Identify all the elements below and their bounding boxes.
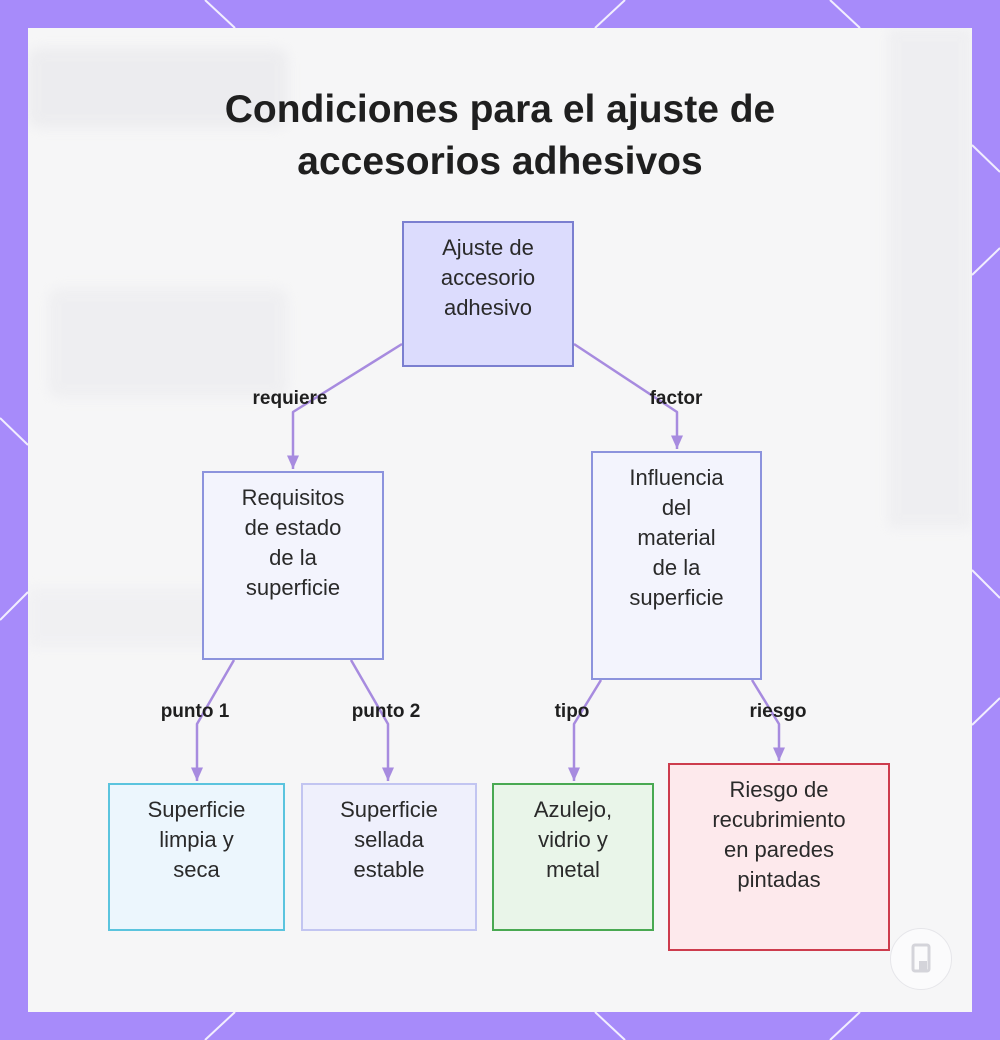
node-text-line: adhesivo: [443, 295, 533, 320]
edge-label-punto-1: punto 1: [160, 701, 230, 722]
background-blur-shape: [888, 28, 972, 528]
title-line: accesorios adhesivos: [297, 140, 703, 183]
node-text-line: Superficie: [340, 797, 438, 822]
edge-label-riesgo: riesgo: [749, 701, 807, 722]
node-text-line: recubrimiento: [712, 807, 846, 832]
node-text-line: Azulejo,: [533, 797, 613, 822]
node-azulejo-vidrio-metal: Azulejo, vidrio y metal: [492, 783, 654, 931]
edge-label-punto-2: punto 2: [351, 701, 421, 722]
edge-requiere: [287, 342, 403, 469]
node-influencia-material: Influencia del material de la superficie: [591, 451, 762, 680]
edge-punto-2: [349, 659, 394, 781]
background-blur-shape: [48, 288, 288, 398]
node-text-line: superficie: [245, 575, 341, 600]
page-title: Condiciones para el ajuste de accesorios…: [0, 84, 1000, 188]
edge-label-tipo: tipo: [554, 701, 590, 722]
node-text-line: material: [637, 525, 716, 550]
node-text-line: Ajuste de: [442, 235, 534, 260]
edge-label-requiere: requiere: [252, 388, 328, 409]
node-text-line: superficie: [629, 585, 724, 610]
node-superficie-limpia: Superficie limpia y seca: [108, 783, 285, 931]
node-riesgo-recubrimiento: Riesgo de recubrimiento en paredes pinta…: [668, 763, 890, 951]
node-ajuste-accesorio: Ajuste de accesorio adhesivo: [402, 221, 574, 367]
node-superficie-sellada: Superficie sellada estable: [301, 783, 477, 931]
edge-tipo: [568, 679, 603, 781]
edge-riesgo: [750, 679, 785, 761]
edge-punto-1: [191, 659, 236, 781]
node-text-line: de la: [652, 555, 701, 580]
node-requisitos-superficie: Requisitos de estado de la superficie: [202, 471, 384, 660]
node-text-line: Riesgo de: [729, 777, 829, 802]
node-text-line: Requisitos: [241, 485, 345, 510]
brand-logo-icon: [890, 928, 952, 990]
node-text-line: de estado: [244, 515, 342, 540]
title-line: Condiciones para el ajuste de: [224, 88, 776, 131]
node-text-line: sellada: [354, 827, 424, 852]
background-blur-shape: [28, 48, 288, 128]
node-text-line: pintadas: [737, 867, 821, 892]
node-text-line: accesorio: [440, 265, 536, 290]
node-text-line: Influencia: [629, 465, 724, 490]
node-text-line: Superficie: [147, 797, 246, 822]
edge-label-factor: factor: [649, 388, 703, 409]
node-text-line: metal: [546, 857, 600, 882]
node-text-line: en paredes: [723, 837, 835, 862]
edge-factor: [573, 342, 683, 449]
node-text-line: limpia y: [159, 827, 234, 852]
node-text-line: seca: [173, 857, 220, 882]
node-text-line: estable: [353, 857, 425, 882]
node-text-line: de la: [269, 545, 317, 570]
node-text-line: del: [661, 495, 692, 520]
node-text-line: vidrio y: [538, 827, 608, 852]
